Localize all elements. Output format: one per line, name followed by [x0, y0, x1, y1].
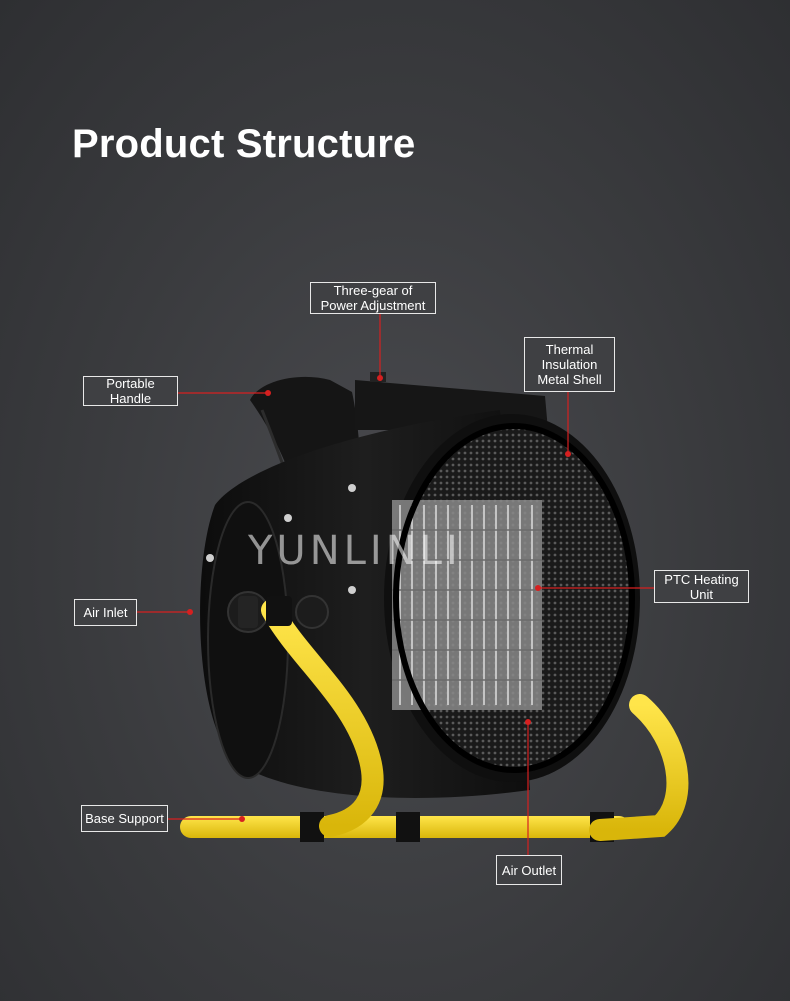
control-knobs — [227, 591, 329, 633]
ptc-element — [392, 500, 542, 710]
label-portable-handle: Portable Handle — [83, 376, 178, 406]
label-air-inlet: Air Inlet — [74, 599, 137, 626]
page-title: Product Structure — [72, 122, 416, 166]
leader-lines — [137, 314, 654, 855]
base-frame-front — [261, 596, 689, 841]
label-ptc-heating: PTC Heating Unit — [654, 570, 749, 603]
label-metal-shell: Thermal Insulation Metal Shell — [524, 337, 615, 392]
watermark: YUNLINLI — [248, 528, 462, 574]
leader-dots — [187, 375, 571, 822]
label-power-adjustment: Three-gear of Power Adjustment — [310, 282, 436, 314]
base-frame-back — [180, 812, 630, 842]
label-base-support: Base Support — [81, 805, 168, 832]
label-air-outlet: Air Outlet — [496, 855, 562, 885]
